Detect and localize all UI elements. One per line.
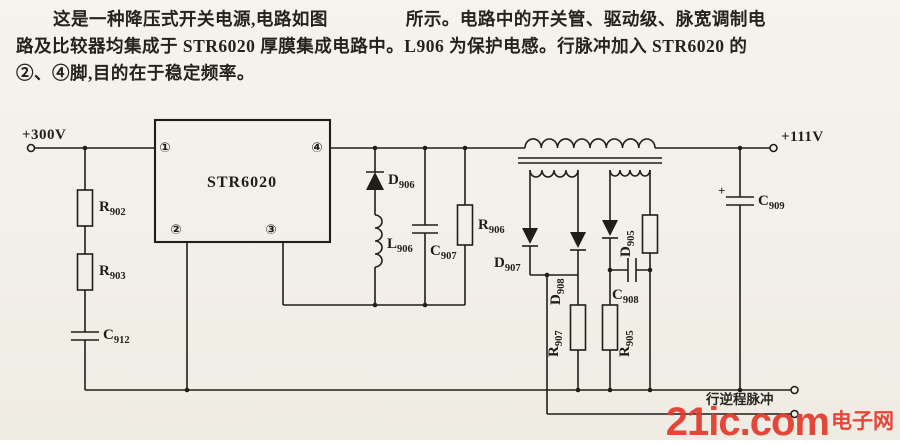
wire-bottom-buses: [85, 389, 791, 415]
label-c912: C912: [103, 327, 130, 346]
terminal-output-111v: [769, 143, 778, 153]
label-r903: R903: [99, 263, 126, 282]
wire-ic-pins: [186, 242, 465, 390]
label-d906: D906: [388, 172, 415, 191]
output-voltage-label: +111V: [781, 129, 824, 145]
resistor-r906-symbol: [456, 204, 474, 246]
flyback-pulse-label: 行逆程脉冲: [706, 392, 774, 407]
capacitor-c908-symbol: [627, 258, 637, 282]
capacitor-c907-symbol: [412, 224, 438, 234]
diode-d907-symbol: [522, 228, 538, 247]
resistor-r905-symbol: [601, 304, 619, 351]
label-c908: C908: [612, 287, 639, 306]
wire-top-bus: [330, 147, 770, 390]
ic-label: STR6020: [206, 174, 278, 191]
capacitor-c909-symbol: [726, 196, 754, 206]
ic-str6020-body: [153, 118, 332, 244]
ic-pin1-label: ①: [159, 140, 171, 156]
terminal-pulse-2: [790, 409, 799, 419]
paragraph-line-1: 这是一种降压式开关电源,电路如图 所示。电路中的开关管、驱动级、脉宽调制电: [16, 6, 888, 33]
terminal-input-300v: [26, 143, 36, 153]
label-r906: R906: [478, 217, 505, 236]
resistor-feedback-symbol: [641, 214, 659, 254]
terminal-pulse-1: [790, 385, 799, 395]
ic-pin2-label: ②: [170, 222, 182, 238]
c909-polarity-plus: +: [718, 183, 726, 198]
watermark-suffix: 电子网: [831, 410, 894, 433]
watermark-main: 21ic.com: [665, 400, 830, 444]
watermark: 21ic.com 电子网: [665, 400, 894, 444]
paragraph-line1-pre: 这是一种降压式开关电源,电路如图: [53, 9, 328, 29]
transformer-primary-winding: [524, 138, 656, 149]
label-d908: D908: [548, 278, 567, 305]
resistor-r903-symbol: [76, 253, 94, 291]
ic-pin3-label: ③: [265, 222, 277, 238]
label-l906: L906: [387, 236, 413, 255]
paragraph-line-2: 路及比较器均集成于 STR6020 厚膜集成电路中。L906 为保护电感。行脉冲…: [16, 36, 748, 56]
diode-d906-symbol: [366, 171, 384, 190]
capacitor-c912-symbol: [71, 331, 99, 341]
label-c907: C907: [430, 243, 457, 262]
transformer-secondary-winding-2: [609, 169, 651, 177]
junction-dots: [82, 145, 743, 393]
label-c909: C909: [758, 193, 785, 212]
transformer-secondary-winding-1: [529, 169, 579, 178]
ic-pin4-label: ④: [311, 140, 323, 156]
inductor-l906-symbol: [374, 214, 383, 268]
paragraph-line-3: ②、④脚,目的在于稳定频率。: [16, 63, 255, 83]
label-r907: R907: [546, 330, 565, 357]
label-d905: D905: [618, 230, 637, 257]
resistor-r902-symbol: [76, 189, 94, 227]
diode-d905-symbol: [602, 220, 618, 239]
diode-d908-symbol: [570, 232, 586, 251]
wire-feedback-cluster: [529, 170, 651, 414]
label-r902: R902: [99, 199, 126, 218]
paragraph-line1-post: 所示。电路中的开关管、驱动级、脉宽调制电: [405, 9, 766, 29]
input-voltage-label: +300V: [22, 127, 67, 143]
wire-input-left-branch: [35, 147, 155, 390]
label-d907: D907: [494, 255, 521, 274]
resistor-r907-symbol: [569, 304, 587, 351]
label-r905: R905: [617, 330, 636, 357]
description-paragraph: 这是一种降压式开关电源,电路如图 所示。电路中的开关管、驱动级、脉宽调制电 路及比…: [16, 6, 888, 87]
transformer-core: [518, 157, 662, 164]
